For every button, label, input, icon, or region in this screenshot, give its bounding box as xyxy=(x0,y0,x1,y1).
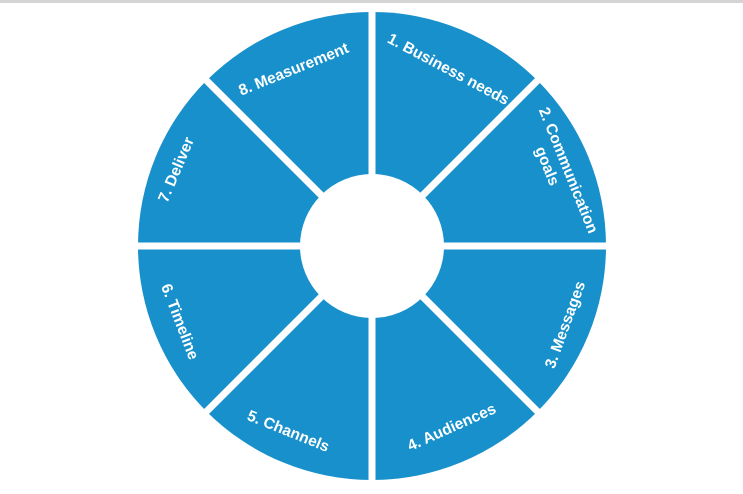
center-hole xyxy=(300,174,444,318)
top-border xyxy=(0,0,743,3)
